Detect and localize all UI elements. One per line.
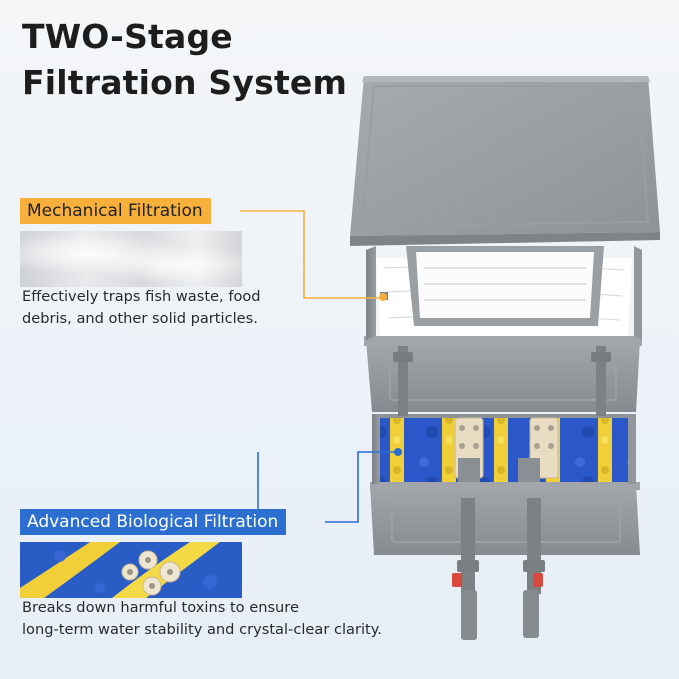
filter-wool-swatch bbox=[20, 231, 242, 287]
mechanical-desc-line-2: debris, and other solid particles. bbox=[22, 310, 258, 327]
bio-media-swatch bbox=[20, 542, 242, 598]
page-title: TWO-Stage Filtration System bbox=[22, 14, 347, 106]
title-line-1: TWO-Stage bbox=[22, 17, 233, 56]
biological-filtration-label: Advanced Biological Filtration bbox=[20, 509, 287, 535]
biological-desc-line-1: Breaks down harmful toxins to ensure bbox=[22, 599, 299, 616]
mechanical-desc-line-1: Effectively traps fish waste, food bbox=[22, 288, 261, 305]
mechanical-filtration-label: Mechanical Filtration bbox=[20, 198, 211, 224]
biological-desc-line-2: long-term water stability and crystal-cl… bbox=[22, 621, 382, 638]
mechanical-description: Effectively traps fish waste, food debri… bbox=[22, 286, 261, 330]
title-line-2: Filtration System bbox=[22, 63, 348, 102]
biological-description: Breaks down harmful toxins to ensure lon… bbox=[22, 597, 382, 641]
